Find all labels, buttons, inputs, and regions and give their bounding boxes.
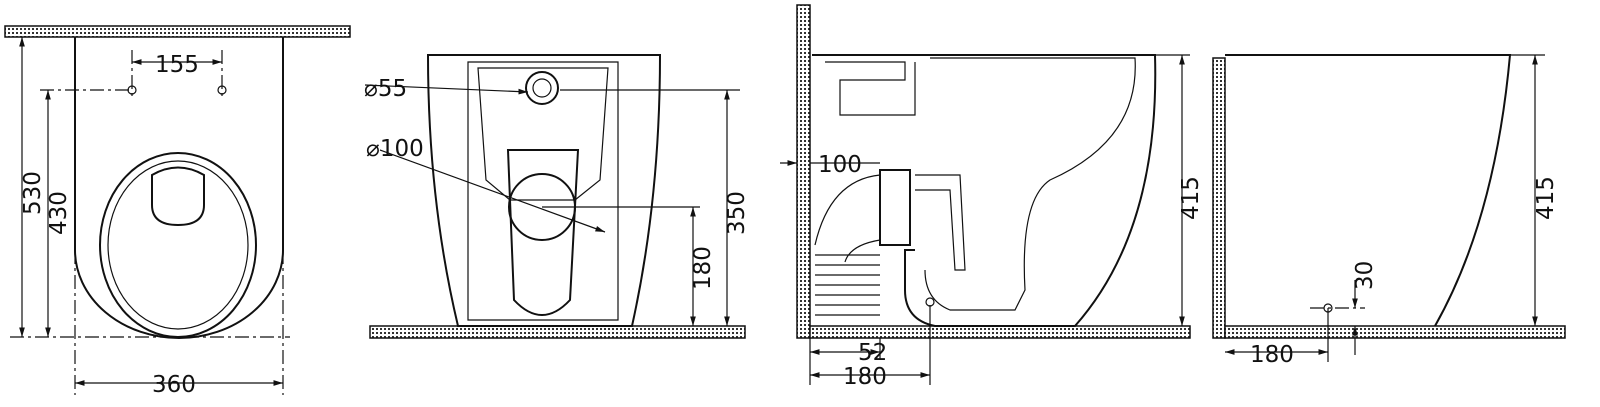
connector <box>879 169 911 246</box>
dim-155: 155 <box>155 52 199 78</box>
inlet-circle <box>525 71 559 105</box>
dim-dia-100: ⌀100 <box>366 136 424 162</box>
bowl-outline <box>812 54 1157 327</box>
front-view: ⌀55 ⌀100 350 180 <box>364 54 750 339</box>
side-section-view: 100 415 52 180 <box>780 4 1204 390</box>
dim-100: 100 <box>818 152 862 178</box>
dim-180: 180 <box>690 246 716 290</box>
dim-30: 30 <box>1352 261 1378 290</box>
floor-hatch <box>809 325 1191 339</box>
dim-52: 52 <box>858 340 887 366</box>
bowl-outline <box>74 37 284 339</box>
wall-hatch <box>4 25 351 38</box>
flush-outlet <box>151 166 205 227</box>
dim-dia-55: ⌀55 <box>364 76 407 102</box>
dim-180-side: 180 <box>843 364 887 390</box>
dim-530: 530 <box>20 171 46 215</box>
dim-360: 360 <box>152 372 196 398</box>
trap-outline <box>506 149 580 316</box>
dim-180-outline: 180 <box>1250 342 1294 368</box>
wall-hatch <box>796 4 811 339</box>
side-outline-view: 415 30 180 <box>1212 54 1566 368</box>
floor-hatch <box>369 325 746 339</box>
bowl-outline <box>426 54 662 327</box>
dim-350: 350 <box>724 191 750 235</box>
dim-430: 430 <box>46 191 72 235</box>
bowl-outline <box>1225 54 1512 327</box>
floor-hatch <box>1224 325 1566 339</box>
top-view: 155 530 430 360 <box>4 25 351 398</box>
wall-hatch <box>1212 57 1226 339</box>
dim-415: 415 <box>1178 176 1204 220</box>
dim-415-outline: 415 <box>1533 176 1559 220</box>
flex-pipe <box>815 254 880 316</box>
seat-outline <box>99 152 257 338</box>
